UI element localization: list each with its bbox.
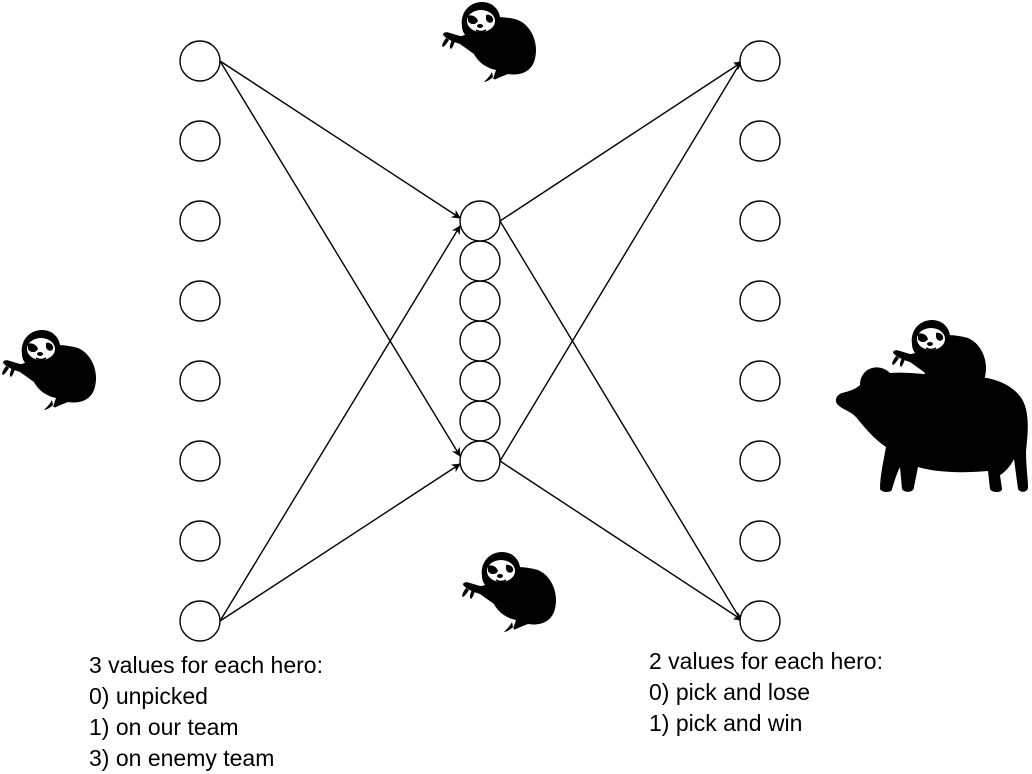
output-note-item: 0) pick and lose: [649, 679, 811, 705]
sloth-icon: [1, 329, 97, 411]
input-encoding-note: 3 values for each hero: 0) unpicked 1) o…: [89, 650, 323, 774]
sloth-icon: [461, 551, 557, 633]
input-note-heading: 3 values for each hero:: [89, 652, 323, 678]
output-node: [739, 360, 781, 402]
input-note-item: 1) on our team: [89, 714, 239, 740]
connections: [219, 59, 743, 623]
hidden-node: [459, 400, 501, 442]
edge-input8-hidden7: [219, 463, 461, 622]
input-node: [179, 120, 221, 162]
edge-hidden7-output1: [499, 59, 743, 462]
output-note-item: 1) pick and win: [649, 710, 803, 736]
output-layer: [739, 40, 781, 642]
output-node: [739, 200, 781, 242]
edge-hidden7-output8: [499, 460, 743, 621]
input-layer: [179, 40, 221, 642]
edge-hidden1-output1: [499, 61, 743, 222]
hidden-node: [459, 320, 501, 362]
output-node: [739, 440, 781, 482]
hidden-node: [459, 200, 501, 242]
output-encoding-note: 2 values for each hero: 0) pick and lose…: [649, 646, 883, 739]
sloth-icon: [441, 1, 537, 83]
hidden-node: [459, 240, 501, 282]
output-node: [739, 120, 781, 162]
input-note-item: 3) on enemy team: [89, 745, 275, 771]
hidden-node: [459, 280, 501, 322]
output-note-heading: 2 values for each hero:: [649, 648, 883, 674]
output-node: [739, 280, 781, 322]
input-note-item: 0) unpicked: [89, 683, 208, 709]
input-node: [179, 360, 221, 402]
input-node: [179, 440, 221, 482]
sloth-riding-bear-icon: [835, 319, 1028, 492]
edge-input8-hidden1: [219, 225, 461, 622]
hidden-node: [459, 360, 501, 402]
hidden-node: [459, 440, 501, 482]
input-node: [179, 280, 221, 322]
edge-input1-hidden1: [219, 60, 461, 219]
bear-icon: [835, 367, 1028, 492]
output-node: [739, 600, 781, 642]
input-node: [179, 200, 221, 242]
input-node: [179, 40, 221, 82]
input-node: [179, 520, 221, 562]
output-node: [739, 520, 781, 562]
edge-input1-hidden7: [219, 60, 461, 457]
output-node: [739, 40, 781, 82]
input-node: [179, 600, 221, 642]
hidden-layer: [459, 200, 501, 482]
edge-hidden1-output8: [499, 220, 743, 623]
